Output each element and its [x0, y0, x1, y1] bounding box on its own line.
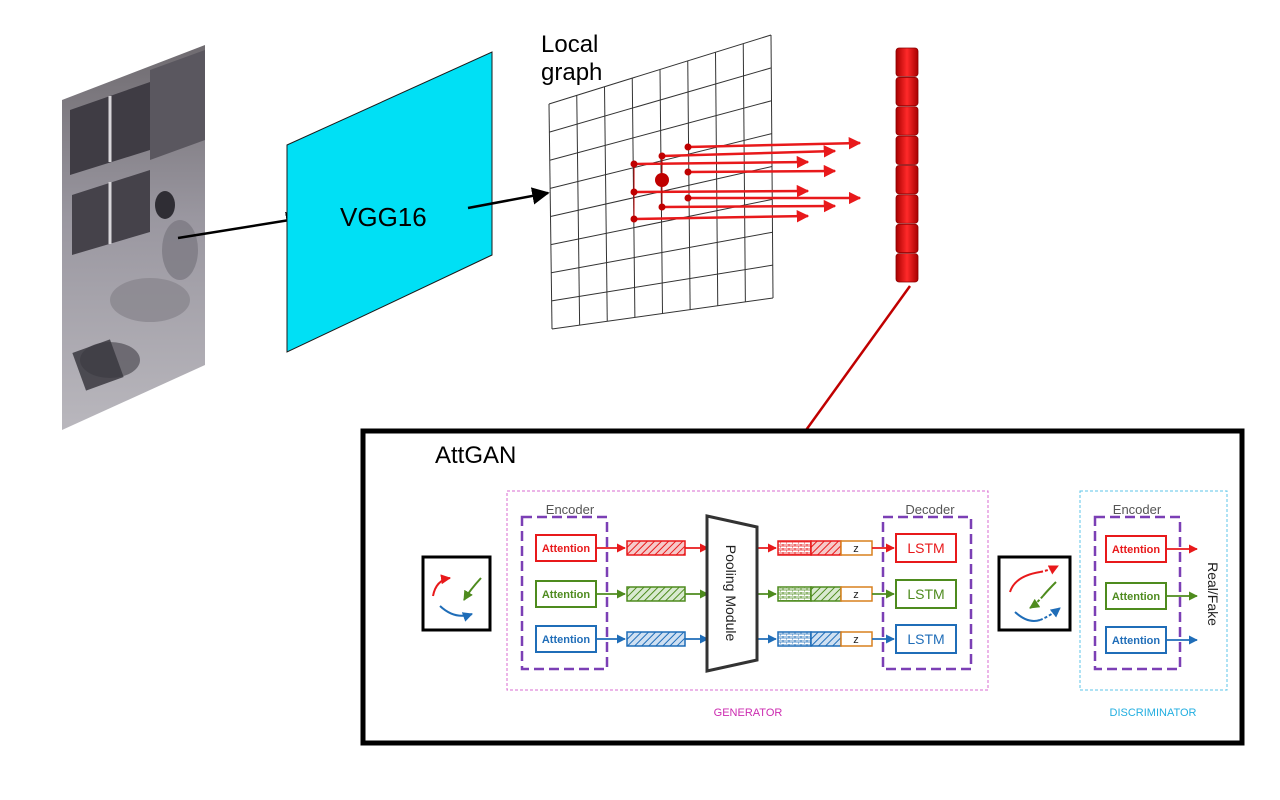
lstm-box — [895, 579, 957, 609]
neighbor-node — [684, 143, 692, 151]
neighbor-node — [684, 168, 692, 176]
feature-cell — [895, 47, 919, 77]
real-fake-label: Real/Fake — [1205, 562, 1221, 626]
hidden-state-bar — [810, 540, 842, 556]
generator-attention-box — [535, 625, 597, 653]
noise-z-label: z — [853, 634, 859, 646]
discriminator-encoder-label: Encoder — [1113, 502, 1162, 517]
hidden-state-bar — [626, 540, 686, 556]
input-trajectory-icon — [421, 555, 492, 632]
generator-attention-box — [535, 534, 597, 562]
generator-encoder-label: Encoder — [546, 502, 595, 517]
grid-line — [551, 231, 773, 274]
generator-attention-label: Attention — [542, 589, 591, 601]
node-arrow — [633, 155, 810, 169]
generator-decoder-label: Decoder — [905, 502, 955, 517]
node-arrow — [661, 145, 837, 158]
hidden-state-bar — [626, 586, 686, 602]
feature-cell — [895, 135, 919, 165]
local-graph-title-line2: graph — [541, 59, 602, 86]
vgg16-label: VGG16 — [340, 202, 427, 232]
discriminator-attention-box — [1105, 582, 1167, 610]
output-trajectory-icon — [997, 555, 1072, 632]
grid-line — [715, 52, 719, 306]
node-arrow — [687, 164, 837, 178]
discriminator-attention-label: Attention — [1112, 635, 1161, 647]
noise-z-label: z — [853, 543, 859, 555]
generator-attention-label: Attention — [542, 634, 591, 646]
local-graph-title-line1: Local — [541, 31, 598, 58]
discriminator-encoder-box — [1093, 515, 1182, 671]
feature-cell — [895, 223, 919, 254]
feature-cell — [895, 194, 919, 224]
lstm-label: LSTM — [907, 631, 944, 647]
lstm-box — [895, 533, 957, 563]
feature-vector — [895, 47, 919, 283]
vgg-to-graph-arrow — [467, 187, 550, 210]
discriminator-area — [1079, 490, 1228, 691]
discriminator-attention-box — [1105, 535, 1167, 563]
pooling-module: Pooling Module — [705, 514, 759, 673]
node-arrow — [687, 137, 862, 150]
hidden-state-bar — [810, 631, 842, 647]
generator-attention-label: Attention — [542, 543, 591, 555]
graph-node-arrows — [630, 137, 862, 223]
pooling-module-label: Pooling Module — [723, 545, 739, 642]
lstm-label: LSTM — [907, 586, 944, 602]
pooled-vector — [777, 540, 812, 556]
lstm-label: LSTM — [907, 540, 944, 556]
generator-label: GENERATOR — [714, 707, 783, 719]
input-scene-image — [62, 45, 205, 430]
feature-cell — [895, 106, 919, 136]
pooled-vector — [777, 586, 812, 602]
generator-encoder-box — [520, 515, 609, 671]
hidden-state-bar — [810, 586, 842, 602]
node-arrow — [633, 209, 810, 223]
hidden-state-bar — [626, 631, 686, 647]
discriminator-label: DISCRIMINATOR — [1110, 707, 1197, 719]
feature-cell — [895, 165, 919, 195]
grid-line — [551, 297, 774, 330]
node-arrow — [661, 199, 837, 213]
image-to-vgg-arrow — [177, 211, 304, 240]
feature-cell — [895, 253, 919, 283]
grid-line — [770, 34, 774, 299]
grid-line — [687, 60, 691, 310]
pooled-vector — [777, 631, 812, 647]
node-arrow — [633, 184, 810, 198]
lstm-box — [895, 624, 957, 654]
neighbor-node — [684, 194, 692, 202]
discriminator-attention-label: Attention — [1112, 591, 1161, 603]
local-graph: Local graph — [541, 31, 862, 330]
grid-line — [551, 264, 773, 302]
vgg16-block: VGG16 — [286, 51, 493, 353]
discriminator-attention-label: Attention — [1112, 544, 1161, 556]
feature-cell — [895, 76, 919, 107]
noise-z-label: z — [853, 589, 859, 601]
attgan-panel: AttGAN GENERATOR Encoder Decoder Attenti… — [360, 428, 1245, 746]
attgan-title: AttGAN — [435, 442, 516, 469]
generator-area — [506, 490, 989, 691]
